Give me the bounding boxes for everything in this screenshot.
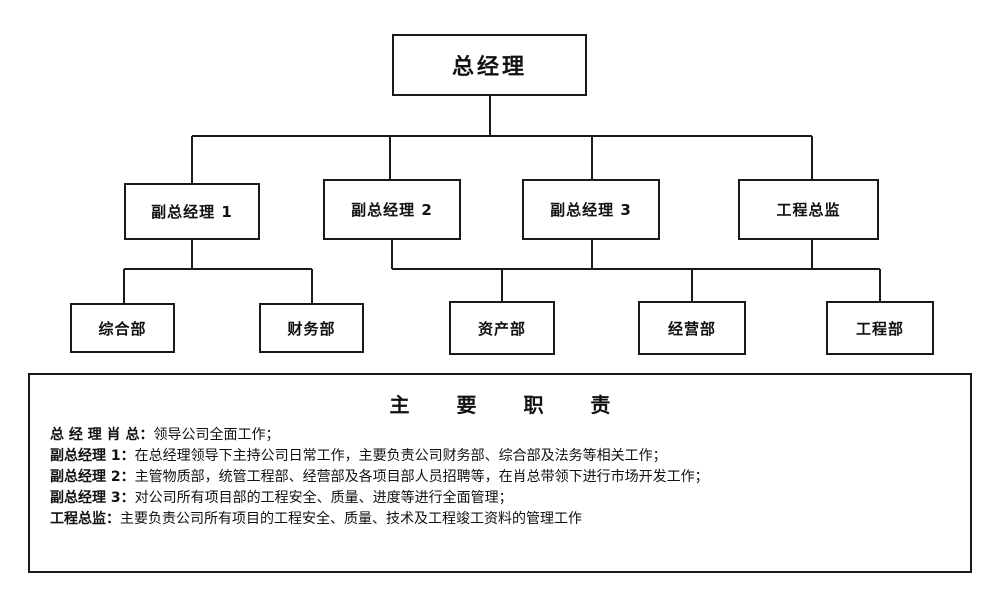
duty-role: 副总经理 3：	[50, 490, 135, 506]
department-zichan-label: 资产部	[477, 319, 526, 338]
engineering-director-label: 工程总监	[776, 201, 841, 219]
department-jingying-box: 经营部	[638, 301, 746, 355]
deputy-manager-3-box: 副总经理 3	[522, 179, 660, 240]
deputy-manager-1-label: 副总经理 1	[151, 203, 233, 221]
duty-role: 总 经 理 肖 总：	[50, 427, 154, 443]
responsibilities-list: 总 经 理 肖 总：领导公司全面工作； 副总经理 1：在总经理领导下主持公司日常…	[50, 425, 709, 530]
deputy-manager-2-label: 副总经理 2	[351, 201, 433, 219]
duty-item-deputy-1: 副总经理 1：在总经理领导下主持公司日常工作，主要负责公司财务部、综合部及法务等…	[50, 446, 709, 467]
department-gongcheng-label: 工程部	[855, 319, 904, 338]
duty-text: 对公司所有项目部的工程安全、质量、进度等进行全面管理；	[134, 490, 513, 506]
duty-text: 在总经理领导下主持公司日常工作，主要负责公司财务部、综合部及法务等相关工作；	[134, 448, 667, 464]
engineering-director-box: 工程总监	[738, 179, 879, 240]
deputy-manager-3-label: 副总经理 3	[550, 201, 632, 219]
duty-text: 领导公司全面工作；	[153, 427, 280, 443]
department-zonghe-label: 综合部	[98, 319, 147, 338]
deputy-manager-2-box: 副总经理 2	[323, 179, 461, 240]
duty-text: 主管物质部，统管工程部、经营部及各项目部人员招聘等，在肖总带领下进行市场开发工作…	[134, 469, 709, 485]
department-gongcheng-box: 工程部	[826, 301, 934, 355]
duty-role: 副总经理 1：	[50, 448, 135, 464]
general-manager-label: 总经理	[451, 55, 527, 80]
general-manager-box: 总经理	[392, 34, 587, 96]
responsibilities-title: 主 要 职 责	[389, 393, 631, 417]
department-caiwu-box: 财务部	[259, 303, 364, 353]
department-caiwu-label: 财务部	[287, 319, 336, 338]
duty-item-general-manager: 总 经 理 肖 总：领导公司全面工作；	[50, 425, 709, 446]
duty-item-engineering-director: 工程总监：主要负责公司所有项目的工程安全、质量、技术及工程竣工资料的管理工作	[50, 509, 709, 530]
duty-item-deputy-3: 副总经理 3：对公司所有项目部的工程安全、质量、进度等进行全面管理；	[50, 488, 709, 509]
duty-item-deputy-2: 副总经理 2：主管物质部，统管工程部、经营部及各项目部人员招聘等，在肖总带领下进…	[50, 467, 709, 488]
department-jingying-label: 经营部	[667, 319, 716, 338]
duty-role: 工程总监：	[50, 511, 120, 527]
duty-role: 副总经理 2：	[50, 469, 135, 485]
responsibilities-panel: 主 要 职 责 总 经 理 肖 总：领导公司全面工作； 副总经理 1：在总经理领…	[28, 373, 972, 573]
department-zonghe-box: 综合部	[70, 303, 175, 353]
department-zichan-box: 资产部	[449, 301, 555, 355]
deputy-manager-1-box: 副总经理 1	[124, 183, 260, 240]
duty-text: 主要负责公司所有项目的工程安全、质量、技术及工程竣工资料的管理工作	[120, 511, 582, 527]
